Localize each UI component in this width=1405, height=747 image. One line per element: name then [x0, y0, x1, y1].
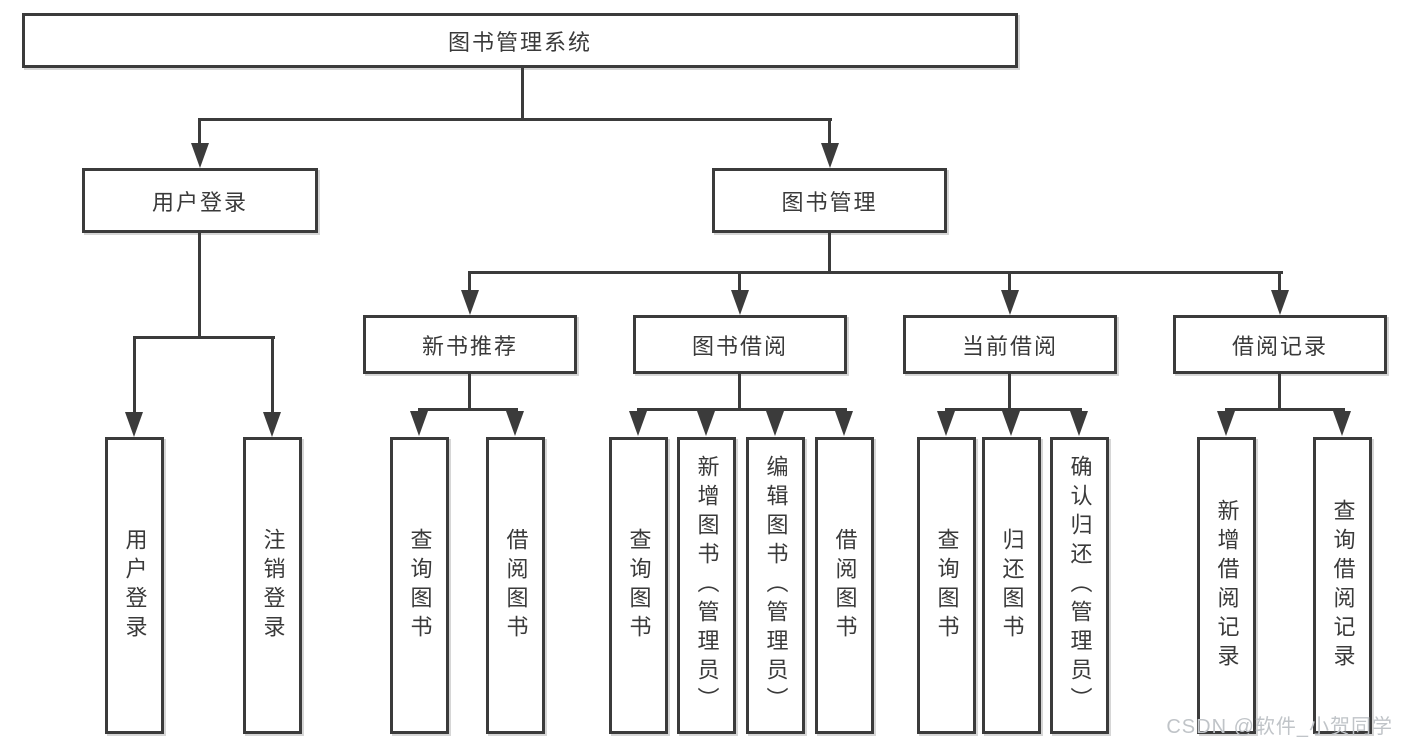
- leaf-borrowing-borrow-book: 借阅图书: [815, 437, 874, 734]
- connector-line: [468, 374, 471, 411]
- node-current-borrowing: 当前借阅: [903, 315, 1117, 374]
- connector-line: [133, 336, 136, 415]
- arrow-down-icon: [1333, 411, 1351, 436]
- connector-line: [198, 233, 201, 339]
- arrow-down-icon: [461, 290, 479, 315]
- node-label: 当前借阅: [961, 333, 1058, 359]
- connector-line: [828, 233, 831, 274]
- leaf-query-borrow-record: 查询借阅记录: [1313, 437, 1372, 734]
- arrow-down-icon: [1070, 411, 1088, 436]
- node-library-system: 图书管理系统: [22, 13, 1018, 68]
- leaf-borrowing-query-book: 查询图书: [609, 437, 668, 734]
- node-label: 查询借阅记录: [1330, 498, 1356, 673]
- arrow-down-icon: [1271, 290, 1289, 315]
- node-label: 编辑图书（管理员）: [763, 455, 789, 716]
- node-label: 新增图书（管理员）: [694, 455, 720, 716]
- connector-line: [418, 408, 518, 411]
- arrow-down-icon: [1002, 411, 1020, 436]
- arrow-down-icon: [697, 411, 715, 436]
- node-label: 用户登录: [122, 527, 148, 644]
- connector-line: [945, 408, 1082, 411]
- node-label: 查询图书: [934, 527, 960, 644]
- node-label: 图书管理系统: [447, 29, 592, 55]
- node-label: 新增借阅记录: [1214, 498, 1240, 673]
- arrow-down-icon: [766, 411, 784, 436]
- node-label: 用户登录: [151, 189, 248, 215]
- node-user-login: 用户登录: [82, 168, 318, 233]
- node-label: 图书借阅: [691, 333, 788, 359]
- node-label: 注销登录: [260, 527, 286, 644]
- leaf-add-book-admin: 新增图书（管理员）: [677, 437, 736, 734]
- arrow-down-icon: [263, 412, 281, 437]
- node-book-management: 图书管理: [712, 168, 947, 233]
- node-label: 图书管理: [781, 189, 878, 215]
- arrow-down-icon: [821, 143, 839, 168]
- connector-line: [828, 118, 831, 146]
- arrow-down-icon: [506, 411, 524, 436]
- arrow-down-icon: [125, 412, 143, 437]
- leaf-confirm-return-admin: 确认归还（管理员）: [1050, 437, 1109, 734]
- leaf-recommend-borrow-book: 借阅图书: [486, 437, 545, 734]
- connector-line: [1278, 271, 1281, 293]
- leaf-add-borrow-record: 新增借阅记录: [1197, 437, 1256, 734]
- arrow-down-icon: [835, 411, 853, 436]
- connector-line: [133, 336, 275, 339]
- leaf-recommend-query-book: 查询图书: [390, 437, 449, 734]
- connector-line: [271, 336, 274, 415]
- leaf-edit-book-admin: 编辑图书（管理员）: [746, 437, 805, 734]
- connector-line: [469, 271, 1283, 274]
- node-label: 查询图书: [407, 527, 433, 644]
- leaf-return-book: 归还图书: [982, 437, 1041, 734]
- arrow-down-icon: [410, 411, 428, 436]
- connector-line: [738, 271, 741, 293]
- node-label: 查询图书: [626, 527, 652, 644]
- csdn-watermark: CSDN @软件_小贺同学: [1166, 716, 1393, 738]
- connector-line: [521, 68, 524, 121]
- connector-line: [637, 408, 847, 411]
- arrow-down-icon: [629, 411, 647, 436]
- node-label: 新书推荐: [421, 333, 518, 359]
- arrow-down-icon: [1217, 411, 1235, 436]
- connector-line: [1008, 374, 1011, 411]
- node-label: 借阅记录: [1231, 333, 1328, 359]
- arrow-down-icon: [937, 411, 955, 436]
- leaf-logout: 注销登录: [243, 437, 302, 734]
- connector-line: [738, 374, 741, 411]
- node-book-borrowing: 图书借阅: [633, 315, 847, 374]
- node-new-book-recommend: 新书推荐: [363, 315, 577, 374]
- arrow-down-icon: [1001, 290, 1019, 315]
- connector-line: [198, 118, 201, 146]
- connector-line: [1278, 374, 1281, 411]
- connector-line: [198, 118, 832, 121]
- leaf-user-login: 用户登录: [105, 437, 164, 734]
- node-label: 借阅图书: [503, 527, 529, 644]
- leaf-current-query-book: 查询图书: [917, 437, 976, 734]
- node-label: 归还图书: [999, 527, 1025, 644]
- node-label: 借阅图书: [832, 527, 858, 644]
- arrow-down-icon: [731, 290, 749, 315]
- connector-line: [1225, 408, 1345, 411]
- connector-line: [468, 271, 471, 293]
- node-label: 确认归还（管理员）: [1067, 455, 1093, 716]
- arrow-down-icon: [191, 143, 209, 168]
- connector-line: [1008, 271, 1011, 293]
- node-borrowing-records: 借阅记录: [1173, 315, 1387, 374]
